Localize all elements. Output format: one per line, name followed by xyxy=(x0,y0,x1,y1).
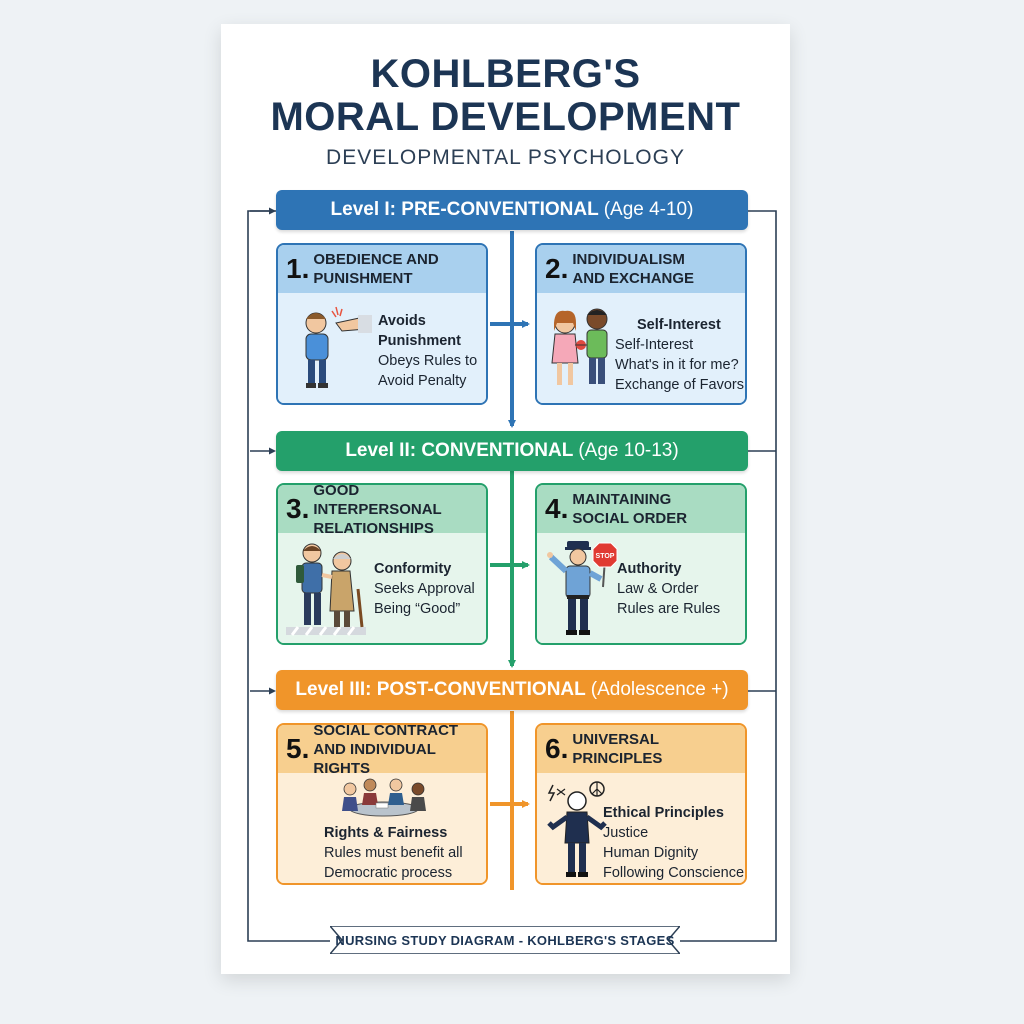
stage-3-number: 3. xyxy=(286,493,310,524)
stage-6-line-2: Justice xyxy=(603,825,649,841)
stage-1-body: Avoids Punishment Obeys Rules to Avoid P… xyxy=(278,293,486,403)
stage-3-line-3: Being “Good” xyxy=(374,601,461,617)
stage-6-body: Ethical Principles Justice Human Dignity… xyxy=(537,773,745,883)
stage-1-card: 1. OBEDIENCE AND PUNISHMENT Avoids Punish… xyxy=(276,243,488,405)
stage-5-body: Rights & Fairness Rules must benefit all… xyxy=(278,773,486,883)
stage-6-number: 6. xyxy=(545,733,569,764)
stop-sign-text: STOP xyxy=(595,553,615,560)
level-3-name: Level III: POST-CONVENTIONAL xyxy=(295,679,586,700)
stage-4-title: MAINTAINING SOCIAL ORDER xyxy=(572,490,687,528)
stage-1-number: 1. xyxy=(286,253,310,284)
stage-2-text: Self-Interest Self-Interest What's in it… xyxy=(615,315,744,395)
level-1-age: (Age 4-10) xyxy=(603,199,694,220)
stage-6-line-4: Following Conscience xyxy=(603,865,745,881)
person-with-peace-and-justice-symbols-illustration xyxy=(547,781,607,877)
stage-6-line-1: Ethical Principles xyxy=(603,805,724,821)
stage-6-text: Ethical Principles Justice Human Dignity… xyxy=(603,803,744,883)
stage-1-title: OBEDIENCE AND PUNISHMENT xyxy=(313,250,438,288)
footer-text: NURSING STUDY DIAGRAM - KOHLBERG'S STAGE… xyxy=(335,932,675,948)
stage-5-number: 5. xyxy=(286,733,310,764)
stage-4-text: Authority Law & Order Rules are Rules xyxy=(617,559,720,619)
stage-6-title: UNIVERSAL PRINCIPLES xyxy=(572,730,662,768)
child-scolded-illustration xyxy=(305,306,372,388)
poster-subtitle: DEVELOPMENTAL PSYCHOLOGY xyxy=(326,146,685,169)
stage-4-header: 4. MAINTAINING SOCIAL ORDER xyxy=(537,485,745,533)
stage-5-text: Rights & Fairness Rules must benefit all… xyxy=(324,823,463,883)
stage-4-title-line-2: SOCIAL ORDER xyxy=(572,510,688,527)
stage-5-title-line-1: SOCIAL CONTRACT xyxy=(313,723,459,739)
stage-4-line-1: Authority xyxy=(617,561,682,577)
stage-2-line-3: What's in it for me? xyxy=(615,357,739,373)
stage-3-title-line-1: GOOD INTERPERSONAL xyxy=(313,483,442,518)
stage-2-card: 2. INDIVIDUALISM AND EXCHANGE Self-Intere… xyxy=(535,243,747,405)
stage-6-header: 6. UNIVERSAL PRINCIPLES xyxy=(537,725,745,773)
stage-6-line-3: Human Dignity xyxy=(603,845,699,861)
lightning-icon xyxy=(547,784,556,802)
stage-3-line-1: Conformity xyxy=(374,561,452,577)
poster-title-line-2: MORAL DEVELOPMENT xyxy=(270,95,741,139)
stage-2-number: 2. xyxy=(545,253,569,284)
stage-1-title-line-2: PUNISHMENT xyxy=(313,270,413,287)
stage-4-number: 4. xyxy=(545,493,569,524)
stage-4-line-3: Rules are Rules xyxy=(617,601,721,617)
stage-1-title-line-1: OBEDIENCE AND xyxy=(313,251,439,268)
stage-1-line-2: Punishment xyxy=(378,333,461,349)
stage-5-line-1: Rights & Fairness xyxy=(324,825,448,841)
stage-4-card: 4. MAINTAINING SOCIAL ORDER STOP Authorit… xyxy=(535,483,747,645)
level-1-name: Level I: PRE-CONVENTIONAL xyxy=(330,199,599,220)
stage-6-card: 6. UNIVERSAL PRINCIPLES Ethical Principle… xyxy=(535,723,747,885)
stage-6-title-line-1: UNIVERSAL xyxy=(572,731,660,748)
stage-2-title-line-2: AND EXCHANGE xyxy=(572,270,695,287)
stage-3-text: Conformity Seeks Approval Being “Good” xyxy=(374,559,475,619)
stage-4-title-line-1: MAINTAINING xyxy=(572,491,672,508)
stage-5-line-3: Democratic process xyxy=(324,865,453,881)
stage-2-body: Self-Interest Self-Interest What's in it… xyxy=(537,293,745,403)
helping-elder-illustration xyxy=(286,543,366,636)
group-meeting-illustration xyxy=(342,778,426,817)
scales-icon xyxy=(556,788,566,796)
stage-1-header: 1. OBEDIENCE AND PUNISHMENT xyxy=(278,245,486,293)
outer-loop-right xyxy=(680,210,777,942)
police-officer-illustration xyxy=(547,541,618,635)
stage-1-line-1: Avoids xyxy=(378,313,426,329)
level-2-name: Level II: CONVENTIONAL xyxy=(345,440,574,461)
stage-5-title-line-2: AND INDIVIDUAL RIGHTS xyxy=(313,740,436,777)
stage-2-header: 2. INDIVIDUALISM AND EXCHANGE xyxy=(537,245,745,293)
stage-6-title-line-2: PRINCIPLES xyxy=(572,750,663,767)
stage-1-line-4: Avoid Penalty xyxy=(378,373,467,389)
level-2-bar: Level II: CONVENTIONAL(Age 10-13) xyxy=(276,431,748,471)
level-3-bar: Level III: POST-CONVENTIONAL(Adolescence… xyxy=(276,670,748,710)
children-exchanging-illustration xyxy=(551,308,608,385)
stage-5-line-2: Rules must benefit all xyxy=(324,845,463,861)
level-1-bar: Level I: PRE-CONVENTIONAL(Age 4-10) xyxy=(276,190,748,230)
footer-banner xyxy=(330,926,680,954)
poster-title-line-1: KOHLBERG'S xyxy=(370,52,641,96)
stage-1-text: Avoids Punishment Obeys Rules to Avoid P… xyxy=(378,311,477,391)
stage-2-title-line-1: INDIVIDUALISM xyxy=(572,251,685,268)
stage-3-body: Conformity Seeks Approval Being “Good” xyxy=(278,533,486,643)
stage-4-line-2: Law & Order xyxy=(617,581,699,597)
stage-2-line-2: Self-Interest xyxy=(615,337,694,353)
stage-2-line-1: Self-Interest xyxy=(637,317,721,333)
level-3-age: (Adolescence +) xyxy=(590,679,729,700)
stage-2-title: INDIVIDUALISM AND EXCHANGE xyxy=(572,250,694,288)
stage-2-line-4: Exchange of Favors xyxy=(615,377,744,393)
stage-4-body: STOP Authority Law & Order Rules are Rul… xyxy=(537,533,745,643)
stage-3-title-line-2: RELATIONSHIPS xyxy=(313,519,434,537)
level-2-age: (Age 10-13) xyxy=(578,440,679,461)
stage-3-line-2: Seeks Approval xyxy=(374,581,475,597)
stage-1-line-3: Obeys Rules to xyxy=(378,353,478,369)
